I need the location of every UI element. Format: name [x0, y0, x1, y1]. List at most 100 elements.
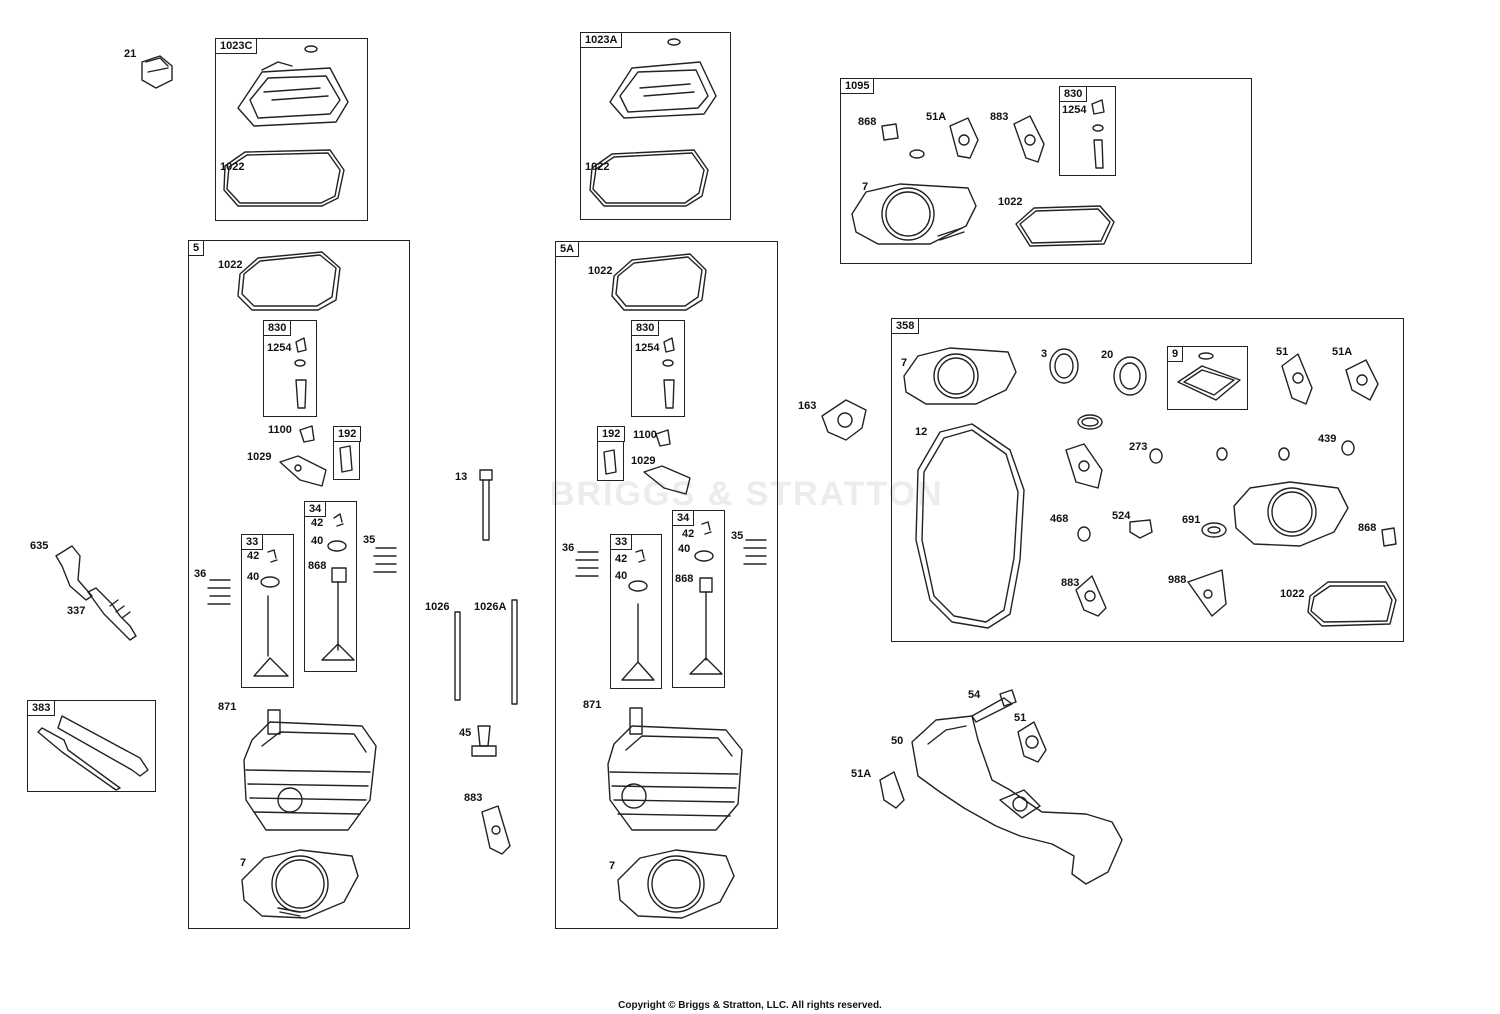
callout-40: 40	[678, 543, 691, 555]
callout-883: 883	[990, 111, 1009, 123]
callout-7: 7	[240, 857, 247, 869]
group-box-192-left: 192	[333, 426, 362, 480]
callout-1026: 1026	[425, 601, 450, 613]
callout-7: 7	[609, 860, 616, 872]
group-tag: 383	[27, 700, 56, 716]
callout-163: 163	[798, 400, 817, 412]
group-tag: 9	[1167, 346, 1184, 362]
callout-868: 868	[858, 116, 877, 128]
callout-1022: 1022	[218, 259, 243, 271]
callout-51A: 51A	[1332, 346, 1353, 358]
callout-40: 40	[615, 570, 628, 582]
group-tag: 192	[333, 426, 362, 442]
callout-691: 691	[1182, 514, 1201, 526]
callout-45: 45	[459, 727, 472, 739]
callout-51: 51	[1014, 712, 1027, 724]
group-box-383: 383	[27, 700, 156, 792]
gasket-set-358-parts	[903, 347, 1397, 629]
callout-273: 273	[1129, 441, 1148, 453]
callout-50: 50	[891, 735, 904, 747]
group-tag: 34	[304, 501, 327, 517]
callout-439: 439	[1318, 433, 1337, 445]
group-box-192-right: 192	[597, 426, 626, 481]
callout-42: 42	[311, 517, 324, 529]
group-box-5: 5	[188, 240, 410, 929]
callout-35: 35	[363, 534, 376, 546]
callout-1100: 1100	[633, 429, 657, 441]
group-tag: 5A	[555, 241, 580, 257]
pushrods-and-bolts-parts	[454, 469, 518, 855]
callout-337: 337	[67, 605, 86, 617]
group-tag: 358	[891, 318, 920, 334]
callout-883: 883	[1061, 577, 1080, 589]
group-tag: 34	[672, 510, 695, 526]
callout-35: 35	[731, 530, 744, 542]
callout-1022: 1022	[220, 161, 245, 173]
callout-524: 524	[1112, 510, 1131, 522]
group-tag: 830	[1059, 86, 1088, 102]
group-tag: 1095	[840, 78, 875, 94]
callout-1254: 1254	[635, 342, 660, 354]
oil-fill-cap-part	[141, 55, 173, 89]
callout-1029: 1029	[631, 455, 656, 467]
group-box-33-right: 33	[610, 534, 662, 689]
callout-40: 40	[247, 571, 260, 583]
group-tag: 5	[188, 240, 205, 256]
group-box-9: 9	[1167, 346, 1248, 410]
group-box-1095: 1095	[840, 78, 1252, 264]
callout-871: 871	[218, 701, 237, 713]
gasket-163-part	[821, 399, 867, 441]
cylinder-head-5A-parts	[575, 253, 767, 919]
callout-36: 36	[194, 568, 207, 580]
intake-manifold-50-parts	[879, 689, 1123, 885]
callout-12: 12	[915, 426, 928, 438]
callout-871: 871	[583, 699, 602, 711]
callout-51: 51	[1276, 346, 1289, 358]
group-box-830-right: 830	[631, 320, 685, 417]
group-box-358: 358	[891, 318, 1404, 642]
spark-plug-wrench-383-part	[37, 715, 149, 791]
callout-51A: 51A	[851, 768, 872, 780]
callout-21: 21	[124, 48, 137, 60]
callout-1029: 1029	[247, 451, 272, 463]
callout-468: 468	[1050, 513, 1069, 525]
valve-cover-1023C-part	[223, 45, 349, 207]
callout-13: 13	[455, 471, 468, 483]
callout-635: 635	[30, 540, 49, 552]
callout-51A: 51A	[926, 111, 947, 123]
callout-883: 883	[464, 792, 483, 804]
group-tag: 1023C	[215, 38, 258, 54]
group-tag: 192	[597, 426, 626, 442]
group-box-830-top: 830	[1059, 86, 1116, 176]
group-box-830-left: 830	[263, 320, 317, 417]
callout-1022: 1022	[585, 161, 610, 173]
group-tag: 830	[631, 320, 660, 336]
brand-watermark: BRIGGS & STRATTON	[550, 475, 944, 513]
callout-1254: 1254	[1062, 104, 1087, 116]
spark-plug-and-boot-parts	[55, 545, 137, 641]
group-box-34-left: 34	[304, 501, 357, 672]
callout-20: 20	[1101, 349, 1114, 361]
group-box-5A: 5A	[555, 241, 778, 929]
cylinder-head-5-parts	[207, 251, 397, 919]
callout-868: 868	[675, 573, 694, 585]
callout-1022: 1022	[998, 196, 1023, 208]
callout-1022: 1022	[588, 265, 613, 277]
callout-7: 7	[862, 181, 869, 193]
group-tag: 830	[263, 320, 292, 336]
callout-1026A: 1026A	[474, 601, 507, 613]
callout-3: 3	[1041, 348, 1048, 360]
callout-868: 868	[1358, 522, 1377, 534]
group-box-33-left: 33	[241, 534, 294, 688]
callout-868: 868	[308, 560, 327, 572]
callout-54: 54	[968, 689, 981, 701]
callout-42: 42	[247, 550, 260, 562]
callout-42: 42	[615, 553, 628, 565]
valve-cover-1023A-part	[589, 38, 717, 207]
callout-42: 42	[682, 528, 695, 540]
gasket-kit-1095-parts	[851, 99, 1115, 247]
callout-36: 36	[562, 542, 575, 554]
callout-7: 7	[901, 357, 908, 369]
group-tag: 1023A	[580, 32, 623, 48]
